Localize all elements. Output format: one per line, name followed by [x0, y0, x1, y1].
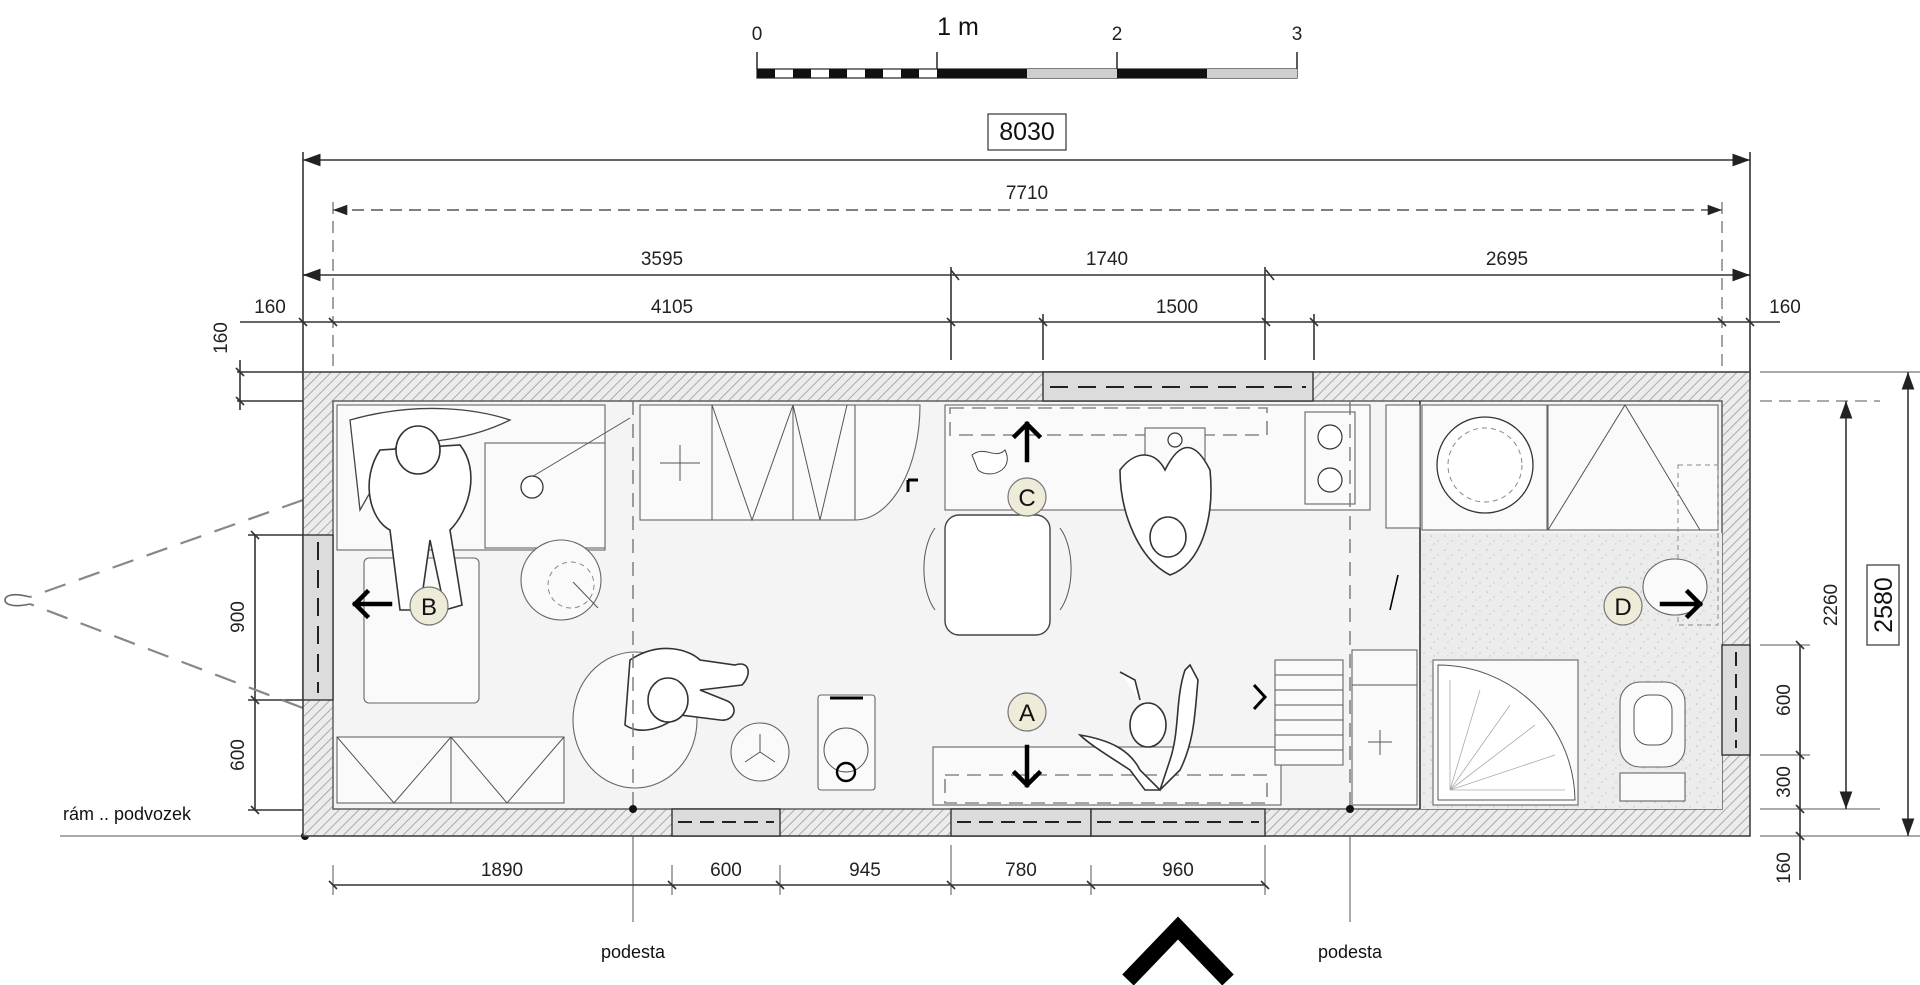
person-figure-b [349, 407, 512, 612]
scale-tick-0: 0 [752, 24, 763, 45]
right-dimensions: 2260 2580 600 300 160 [1760, 371, 1920, 884]
chassis-text: rám .. podvozek [63, 804, 192, 824]
dining-table [944, 514, 1051, 636]
plant [971, 449, 1008, 475]
top-dimensions: 8030 7710 3595 1740 2695 160 4105 1500 1… [240, 113, 1801, 380]
window-left [302, 534, 334, 701]
step-ladder [1274, 659, 1344, 766]
round-table [520, 539, 602, 621]
kitchen-living [572, 401, 1371, 922]
window-bottom-3 [1090, 808, 1266, 837]
window-right [1721, 644, 1751, 756]
dim-bottom-5: 960 [1162, 860, 1194, 881]
dim-right-lower: 300 [1774, 766, 1795, 798]
zone-d-label: D [1614, 594, 1631, 621]
total-length-box [987, 113, 1067, 151]
dim-left-lower: 600 [228, 739, 249, 771]
bath-cabinet [1385, 404, 1421, 529]
dim-bottom-1: 1890 [481, 860, 523, 881]
landing-right-label: podesta [1318, 942, 1383, 962]
scale-tick-3: 3 [1292, 24, 1303, 45]
right-total-box [1866, 564, 1900, 646]
dim-second-2: 4105 [651, 297, 693, 318]
zone-c-label: C [1018, 485, 1035, 512]
dim-top-3: 2695 [1486, 249, 1528, 270]
washbasin [1642, 558, 1708, 616]
window-top [1042, 371, 1314, 402]
dim-left-wall: 160 [211, 322, 232, 354]
dim-bottom-2: 600 [710, 860, 742, 881]
lamp [520, 475, 544, 499]
window-bottom-1 [671, 808, 781, 837]
zone-marker-b: B [351, 586, 449, 626]
desk [484, 442, 606, 549]
dim-top-2: 1740 [1086, 249, 1128, 270]
dim-second-1: 160 [254, 297, 286, 318]
landing-left-label: podesta [601, 942, 666, 962]
entrance-arrow-icon [1122, 916, 1234, 985]
zone-marker-d: D [1603, 586, 1704, 626]
left-dimensions: 160 900 600 [211, 322, 305, 815]
zone-markers: A B C D [351, 420, 1704, 789]
person-figure-kitchen [1119, 446, 1212, 576]
bedroom [336, 404, 631, 804]
scale-tick-2: 2 [1112, 24, 1123, 45]
shower [1432, 659, 1579, 806]
armchair [572, 647, 749, 789]
zone-a-label: A [1019, 700, 1035, 727]
inner-length: 7710 [1006, 183, 1048, 204]
zone-marker-c: C [1007, 420, 1047, 517]
scale-tick-1: 1 m [937, 13, 979, 41]
zone-marker-a: A [1007, 692, 1047, 789]
scale-bar: 0 1 m 2 3 [752, 13, 1303, 79]
dim-right-window: 600 [1774, 684, 1795, 716]
dim-right-total: 2580 [1870, 577, 1898, 633]
dim-bottom-3: 945 [849, 860, 881, 881]
dim-top-1: 3595 [641, 249, 683, 270]
bench [932, 746, 1282, 806]
bathroom [1351, 401, 1719, 809]
dim-left-window: 900 [228, 601, 249, 633]
bath-shelf [1351, 649, 1418, 806]
toilet [1619, 681, 1686, 802]
wardrobe [1547, 404, 1719, 531]
zone-b-label: B [421, 594, 437, 621]
corner-door [854, 404, 921, 521]
dim-right-bottom: 160 [1774, 852, 1795, 884]
total-length: 8030 [999, 118, 1055, 146]
dim-bottom-4: 780 [1005, 860, 1037, 881]
dim-second-4: 160 [1769, 297, 1801, 318]
bottom-dimensions: 1890 600 945 780 960 podesta podesta [328, 845, 1383, 985]
towbar [4, 498, 304, 710]
dim-second-3: 1500 [1156, 297, 1198, 318]
window-bottom-2 [950, 808, 1092, 837]
dim-right-inner: 2260 [1821, 584, 1842, 626]
person-figure-a [1077, 663, 1199, 792]
